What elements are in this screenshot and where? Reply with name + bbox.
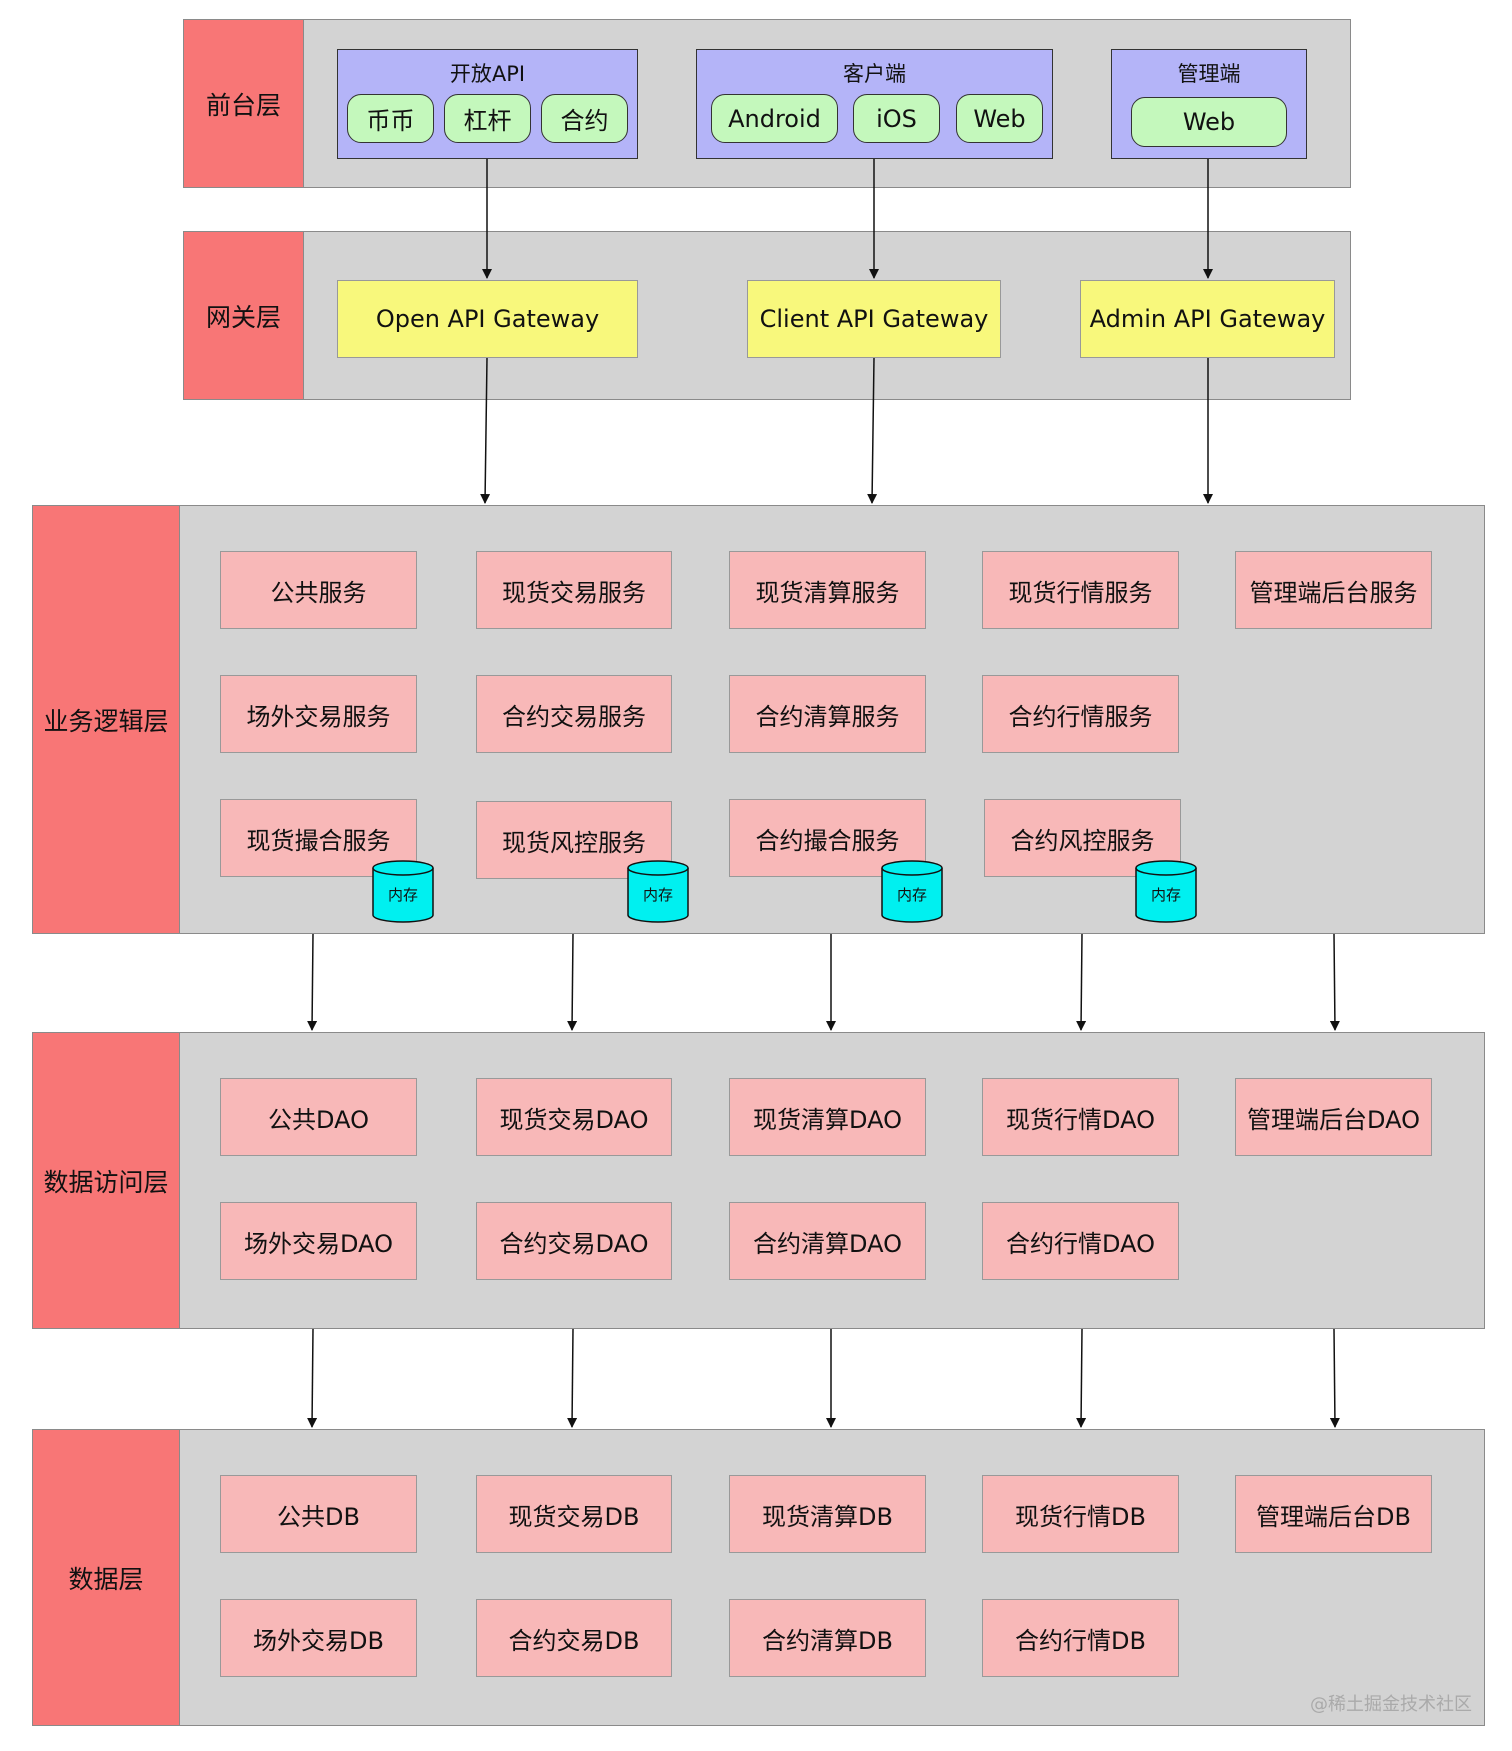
admin-title: 管理端 xyxy=(1177,62,1241,86)
gateway-layer-label: 网关层 xyxy=(183,231,304,400)
service-spot-trade: 现货交易服务 xyxy=(476,551,672,629)
service-public: 公共服务 xyxy=(220,551,417,629)
open-api-gateway: Open API Gateway xyxy=(337,280,638,358)
openapi-item-spot: 币币 xyxy=(347,94,434,143)
business-layer-label: 业务逻辑层 xyxy=(32,505,180,934)
db-public: 公共DB xyxy=(220,1475,417,1553)
db-contract-market: 合约行情DB xyxy=(982,1599,1179,1677)
arrow-business-to-dao-4 xyxy=(1076,933,1087,1031)
arrow-business-to-dao-5 xyxy=(1329,933,1340,1031)
dao-public: 公共DAO xyxy=(220,1078,417,1156)
db-spot-market: 现货行情DB xyxy=(982,1475,1179,1553)
arrow-business-to-dao-2 xyxy=(567,933,578,1031)
dao-otc-trade: 场外交易DAO xyxy=(220,1202,417,1280)
dao-spot-trade: 现货交易DAO xyxy=(476,1078,672,1156)
client-api-gateway: Client API Gateway xyxy=(747,280,1001,358)
db-otc-trade: 场外交易DB xyxy=(220,1599,417,1677)
db-contract-clearing: 合约清算DB xyxy=(729,1599,926,1677)
watermark: @稀土掘金技术社区 xyxy=(1310,1694,1472,1715)
service-contract-trade: 合约交易服务 xyxy=(476,675,672,753)
service-contract-matching: 合约撮合服务 xyxy=(729,799,926,877)
client-title: 客户端 xyxy=(843,62,906,86)
service-spot-matching: 现货撮合服务 xyxy=(220,799,417,877)
db-contract-trade: 合约交易DB xyxy=(476,1599,672,1677)
dao-contract-trade: 合约交易DAO xyxy=(476,1202,672,1280)
data-layer-panel xyxy=(32,1429,1485,1726)
service-spot-clearing: 现货清算服务 xyxy=(729,551,926,629)
dao-contract-market: 合约行情DAO xyxy=(982,1202,1179,1280)
front-layer-label: 前台层 xyxy=(183,19,304,188)
arrow-dao-to-data-4 xyxy=(1076,1328,1087,1428)
dao-spot-clearing: 现货清算DAO xyxy=(729,1078,926,1156)
openapi-item-contract: 合约 xyxy=(541,94,628,143)
db-admin-backend: 管理端后台DB xyxy=(1235,1475,1432,1553)
service-contract-risk: 合约风控服务 xyxy=(984,799,1181,877)
service-contract-market: 合约行情服务 xyxy=(982,675,1179,753)
service-spot-market: 现货行情服务 xyxy=(982,551,1179,629)
data-layer-label: 数据层 xyxy=(32,1429,180,1726)
admin-item-web: Web xyxy=(1131,97,1287,147)
arrow-dao-to-data-2 xyxy=(567,1328,578,1428)
admin-api-gateway: Admin API Gateway xyxy=(1080,280,1335,358)
client-item-ios: iOS xyxy=(853,94,940,143)
dao-admin-backend: 管理端后台DAO xyxy=(1235,1078,1432,1156)
dao-contract-clearing: 合约清算DAO xyxy=(729,1202,926,1280)
arrow-business-to-dao-1 xyxy=(307,933,318,1031)
arrow-dao-to-data-5 xyxy=(1329,1328,1340,1428)
openapi-title: 开放API xyxy=(449,62,526,86)
db-spot-clearing: 现货清算DB xyxy=(729,1475,926,1553)
dao-layer-panel xyxy=(32,1032,1485,1329)
service-admin-backend: 管理端后台服务 xyxy=(1235,551,1432,629)
service-spot-risk: 现货风控服务 xyxy=(476,801,672,879)
client-item-android: Android xyxy=(711,94,838,143)
dao-spot-market: 现货行情DAO xyxy=(982,1078,1179,1156)
service-contract-clearing: 合约清算服务 xyxy=(729,675,926,753)
openapi-item-margin: 杠杆 xyxy=(444,94,531,143)
dao-layer-label: 数据访问层 xyxy=(32,1032,180,1329)
service-otc-trade: 场外交易服务 xyxy=(220,675,417,753)
arrow-dao-to-data-1 xyxy=(307,1328,318,1428)
db-spot-trade: 现货交易DB xyxy=(476,1475,672,1553)
client-item-web: Web xyxy=(956,94,1043,143)
